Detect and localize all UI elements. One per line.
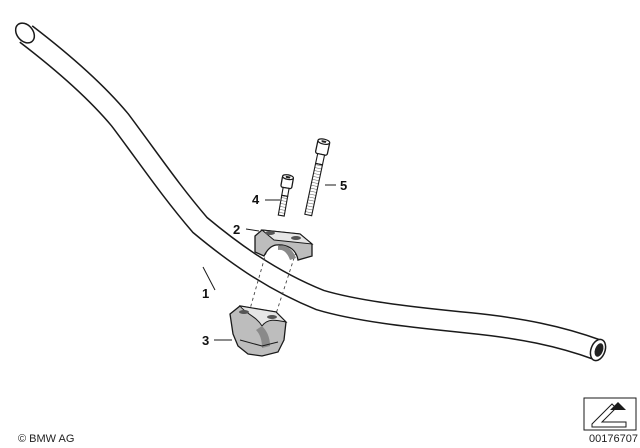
- upper-clamp: [254, 229, 314, 261]
- short-screw: [277, 174, 295, 217]
- callout-2: 2: [233, 222, 240, 237]
- direction-arrow-icon: [591, 402, 627, 428]
- callout-1: 1: [202, 286, 209, 301]
- copyright-label: © BMW AG: [18, 433, 74, 445]
- image-number: 00176707: [589, 433, 638, 445]
- image-number-box: 00176707: [583, 397, 638, 445]
- callout-3: 3: [202, 333, 209, 348]
- long-screw: [304, 138, 331, 217]
- assembly-guides: [247, 245, 297, 321]
- leader-lines: [202, 184, 336, 341]
- callout-5: 5: [340, 178, 347, 193]
- riser: [229, 305, 288, 357]
- handlebar: [14, 22, 607, 362]
- callout-4: 4: [252, 192, 260, 207]
